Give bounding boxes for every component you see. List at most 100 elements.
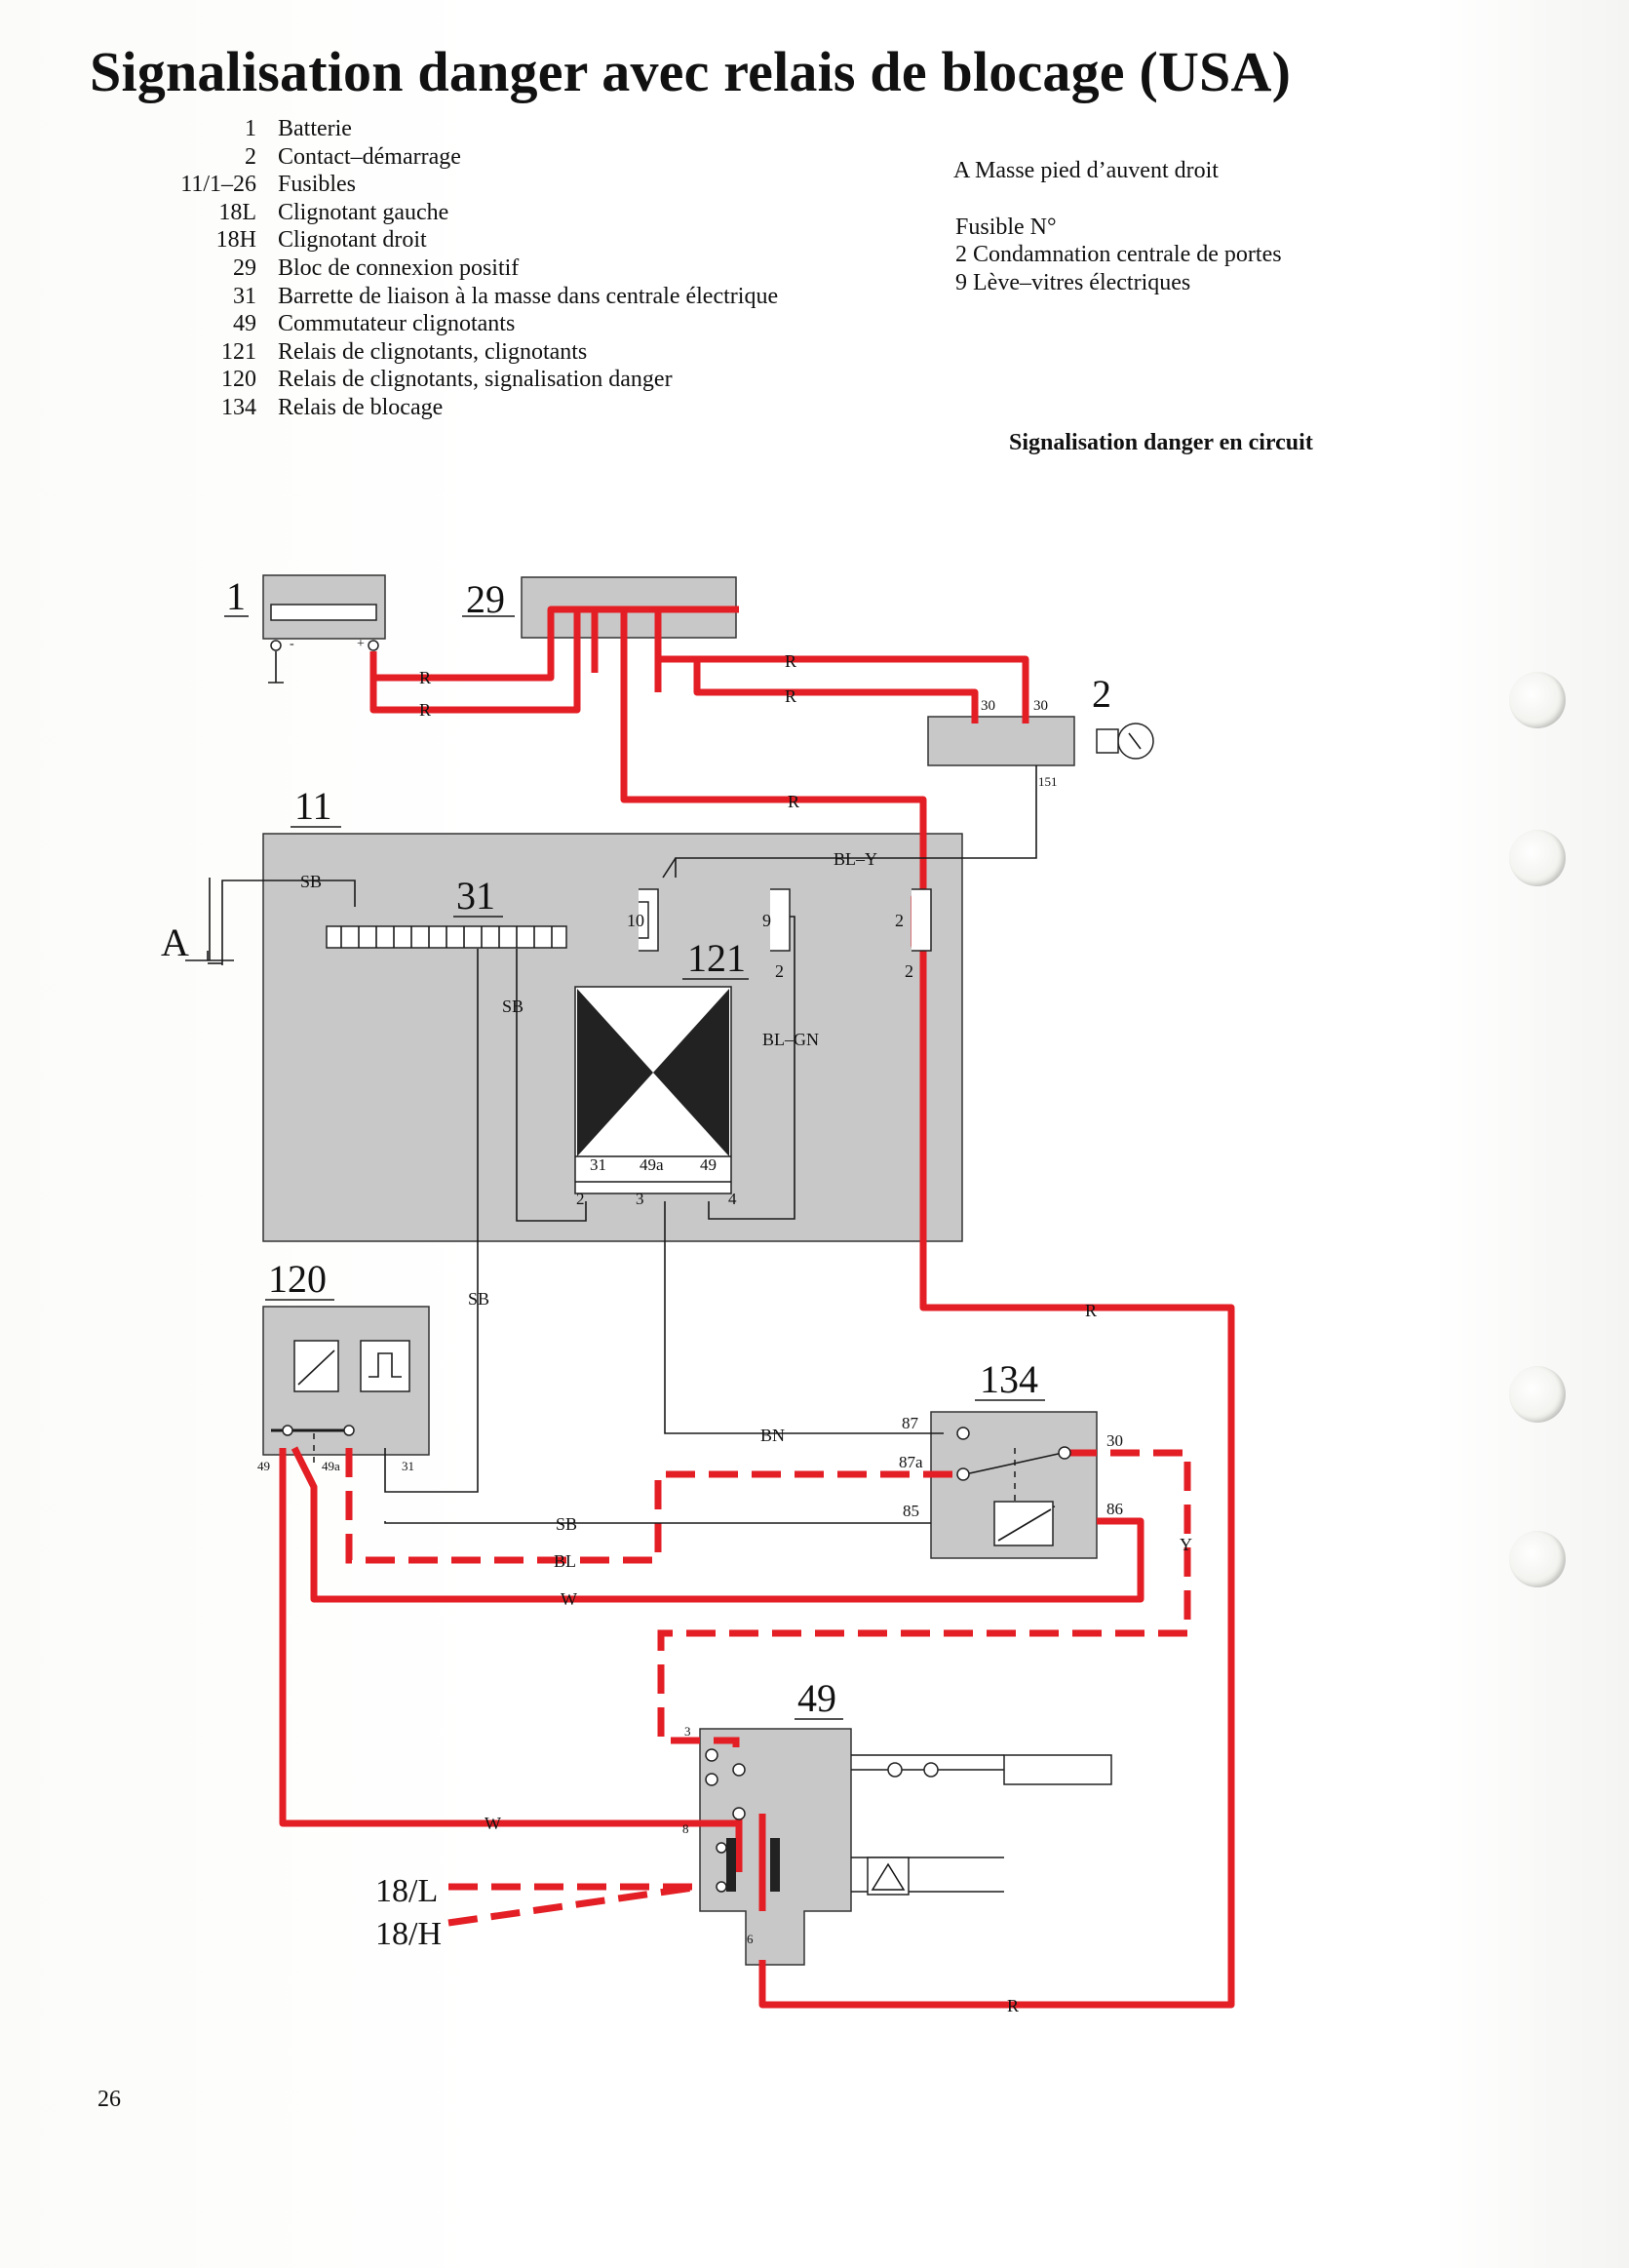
- relay-121-symbol: [577, 989, 653, 1156]
- label-relay-121: 121: [687, 936, 746, 980]
- legend-number: 2: [245, 143, 256, 170]
- ground-bar-31: [326, 925, 567, 949]
- diagram-text: 2: [905, 961, 913, 981]
- diagram-text: 3: [684, 1724, 691, 1739]
- diagram-text: 10: [627, 911, 644, 930]
- legend-text: Barrette de liaison à la masse dans cent…: [278, 283, 779, 309]
- legend-number: 134: [221, 395, 256, 420]
- label-lamp-left: 18/L: [375, 1873, 438, 1909]
- diagram-text: 8: [682, 1821, 689, 1836]
- label-switch-49: 49: [797, 1676, 836, 1720]
- diagram-text: 2: [576, 1190, 585, 1208]
- binder-hole: [1509, 1531, 1566, 1587]
- diagram-text: R: [1085, 1301, 1097, 1320]
- hazard-triangle-icon: [871, 1862, 906, 1891]
- diagram-text: 2: [775, 961, 784, 981]
- diagram-text: 49: [700, 1155, 717, 1174]
- diagram-text: 31: [590, 1155, 606, 1174]
- legend-number: 1: [245, 116, 256, 141]
- diagram-text: 151: [1038, 774, 1058, 789]
- label-battery: 1: [226, 574, 246, 618]
- fuse-item-9: 9 Lève–vitres électriques: [955, 270, 1191, 295]
- legend-text: Bloc de connexion positif: [278, 255, 520, 281]
- diagram-text: 30: [1033, 698, 1048, 714]
- legend-number: 49: [233, 311, 256, 337]
- legend-text: Relais de clignotants, signalisation dan…: [278, 367, 673, 393]
- ignition-housing: [927, 716, 1075, 766]
- diagram-text: 6: [747, 1932, 754, 1946]
- label-ground-bar: 31: [456, 874, 495, 918]
- diagram-text: W: [561, 1589, 577, 1609]
- legend-number: 18H: [215, 227, 256, 254]
- diagram-text: R: [419, 700, 431, 720]
- relay-134-coil: [993, 1501, 1054, 1546]
- diagram-text: 49a: [322, 1459, 340, 1473]
- diagram-text: SB: [300, 872, 322, 891]
- diagram-text: 87a: [899, 1453, 923, 1471]
- diagram-text: 86: [1106, 1500, 1123, 1518]
- binder-hole: [1509, 672, 1566, 728]
- diagram-text: +: [357, 637, 365, 651]
- switch-49-indicator: [1003, 1754, 1112, 1785]
- page-number: 26: [97, 2087, 121, 2112]
- diagram-text: 3: [636, 1190, 644, 1208]
- label-fuse-box: 11: [294, 784, 332, 828]
- legend-number: 29: [233, 255, 256, 281]
- live-wires: [279, 606, 1235, 2009]
- legend-text: Clignotant droit: [278, 227, 427, 254]
- diagram-text: 31: [402, 1459, 414, 1473]
- legend-text: Commutateur clignotants: [278, 311, 516, 337]
- diagram-text: 87: [902, 1414, 919, 1432]
- relay-120-pulse: [360, 1340, 410, 1392]
- state-caption: Signalisation danger en circuit: [1009, 430, 1313, 455]
- diagram-text: W: [485, 1814, 501, 1833]
- diagram-text: BL–GN: [762, 1030, 819, 1049]
- legend-text: Contact–démarrage: [278, 143, 461, 170]
- binder-hole: [1509, 1366, 1566, 1423]
- diagram-text: R: [785, 651, 796, 671]
- label-relay-120: 120: [268, 1257, 327, 1301]
- relay-120-coil: [293, 1340, 339, 1392]
- diagram-text: R: [785, 686, 796, 706]
- battery-cell-strip: [270, 604, 377, 621]
- diagram-text: 30: [981, 698, 995, 714]
- legend-number: 121: [221, 338, 256, 365]
- label-pos-block: 29: [466, 577, 505, 621]
- diagram-text: R: [419, 668, 431, 687]
- hazard-button: [867, 1857, 910, 1896]
- dashed-wires: [345, 1448, 1191, 1927]
- fuse-header: Fusible N°: [955, 215, 1057, 240]
- diagram-labels: 1 29 2 11 31 121 120 134 49 A 18/L 18/H …: [161, 574, 1192, 2015]
- binder-hole: [1509, 830, 1566, 886]
- diagram-text: 49a: [640, 1155, 664, 1174]
- legend-number: 18L: [218, 199, 256, 225]
- legend-text: Batterie: [278, 116, 352, 141]
- fuse-item-2: 2 Condamnation centrale de portes: [955, 242, 1282, 267]
- fuse-socket-2: [911, 888, 932, 952]
- legend-text: Relais de clignotants, clignotants: [278, 338, 588, 365]
- legend-text: Clignotant gauche: [278, 199, 449, 225]
- legend-number: 11/1–26: [180, 172, 256, 198]
- legend-number: 120: [221, 367, 256, 393]
- diagram-text: 30: [1106, 1431, 1123, 1450]
- label-ignition: 2: [1092, 672, 1111, 716]
- diagram-text: 9: [762, 911, 771, 930]
- diagram-text: Y: [1180, 1535, 1192, 1554]
- label-relay-134: 134: [980, 1357, 1038, 1401]
- label-lamp-right: 18/H: [375, 1916, 442, 1952]
- diagram-text: BL: [554, 1551, 576, 1571]
- diagram-text: 2: [895, 911, 904, 930]
- page-title: Signalisation danger avec relais de bloc…: [90, 40, 1292, 103]
- diagram-text: SB: [468, 1289, 489, 1309]
- diagram-text: SB: [556, 1514, 577, 1534]
- fuse-socket-9: [770, 888, 791, 952]
- legend-number: 31: [233, 283, 256, 309]
- legend-text: Fusibles: [278, 172, 357, 198]
- diagram-text: R: [1007, 1996, 1019, 2015]
- diagram-text: -: [290, 637, 294, 651]
- diagram-text: SB: [502, 997, 524, 1016]
- diagram-text: BL–Y: [834, 849, 877, 869]
- diagram-text: 4: [728, 1190, 737, 1208]
